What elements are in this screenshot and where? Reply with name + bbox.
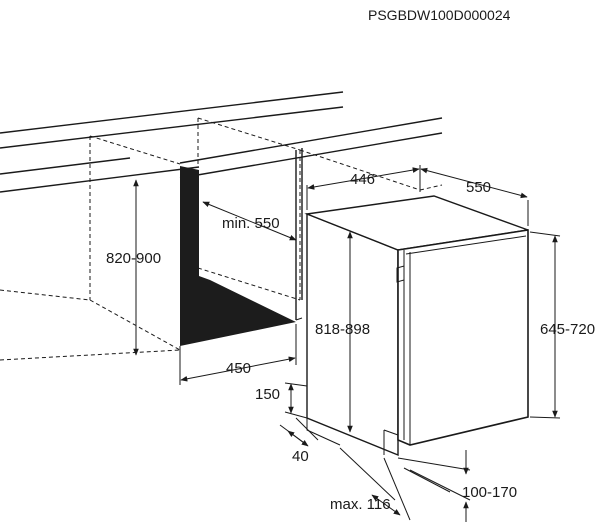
niche-side-panel <box>295 148 303 321</box>
dim-niche-width <box>179 324 297 385</box>
label-appliance-height: 818-898 <box>315 321 370 338</box>
label-plinth-range: 100-170 <box>462 484 517 501</box>
dim-plinth-40 <box>279 417 319 447</box>
dim-depth-446 <box>306 165 421 210</box>
countertop <box>0 91 443 193</box>
label-niche-height: 820-900 <box>106 250 161 267</box>
label-max-116: max. 116 <box>330 496 391 513</box>
dim-door-height <box>529 231 561 419</box>
niche-shadow <box>180 166 296 346</box>
label-plinth-40: 40 <box>292 448 309 465</box>
dim-plinth-range <box>397 450 471 522</box>
label-plinth-150: 150 <box>255 386 280 403</box>
dim-max-116 <box>339 447 411 521</box>
label-depth-446: 446 <box>350 171 375 188</box>
label-min-depth: min. 550 <box>222 215 280 232</box>
dishwasher-body <box>304 195 529 457</box>
label-door-height: 645-720 <box>540 321 595 338</box>
dim-min-depth <box>202 201 297 241</box>
dim-width-550 <box>420 167 529 226</box>
label-width-550: 550 <box>466 179 491 196</box>
document-code: PSGBDW100D000024 <box>368 7 511 23</box>
label-niche-width: 450 <box>226 360 251 377</box>
dim-plinth-150 <box>284 382 308 419</box>
